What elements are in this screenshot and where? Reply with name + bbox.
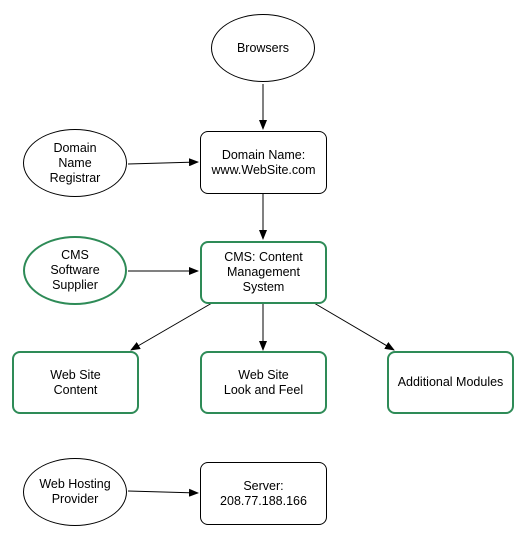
node-label-line: Server:: [243, 478, 284, 493]
node-label-line: Supplier: [52, 278, 98, 292]
node-label-line: CMS: Content: [224, 250, 303, 264]
node-label-line: Management: [227, 265, 300, 279]
additional-modules-node: Additional Modules: [387, 351, 514, 414]
edge-cms-to-modules: [313, 302, 395, 351]
node-label-line: CMS: [61, 248, 89, 262]
node-label-line: Web Site: [238, 367, 289, 382]
node-label-line: Browsers: [236, 40, 290, 55]
domain-name-node: Domain Name:www.WebSite.com: [200, 131, 327, 194]
node-label-line: www.WebSite.com: [211, 162, 316, 177]
server-node: Server:208.77.188.166: [200, 462, 327, 525]
node-label-line: System: [242, 280, 285, 294]
node-label-line: Web Site: [50, 367, 101, 382]
node-label-line: Content: [53, 382, 98, 397]
node-label-line: Domain: [53, 140, 97, 155]
browsers-node: Browsers: [211, 14, 315, 82]
node-label-line: 208.77.188.166: [220, 493, 307, 508]
node-label-line: Registrar: [49, 170, 101, 185]
node-label-line: Look and Feel: [223, 382, 304, 397]
node-label-line: Web Hosting: [39, 477, 111, 491]
edge-registrar-to-domain: [127, 158, 199, 167]
node-label-line: Additional Modules: [397, 375, 504, 389]
edge-cms-to-content: [130, 302, 213, 351]
node-label-line: Name: [58, 155, 92, 170]
edge-hosting-to-server: [127, 488, 199, 497]
node-label-line: Software: [50, 263, 100, 277]
node-label-line: Provider: [51, 492, 99, 506]
node-label-line: Domain Name:: [221, 147, 306, 162]
